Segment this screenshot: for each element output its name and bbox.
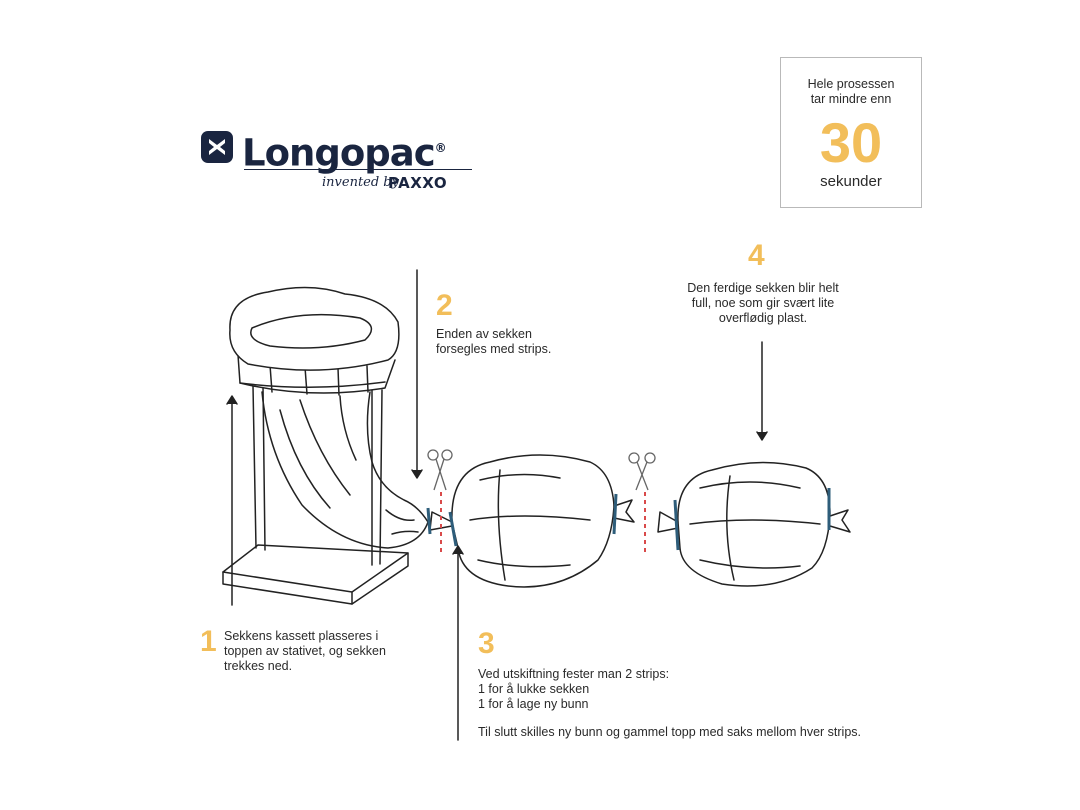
step-3-number: 3 <box>478 627 495 660</box>
bag-icon <box>657 461 851 587</box>
bag-icon <box>429 454 635 588</box>
step-1-line: trekkes ned. <box>224 659 293 673</box>
logo-tagline: invented by <box>322 175 399 190</box>
step-3-text: Ved utskiftning fester man 2 strips: 1 f… <box>478 667 669 712</box>
step-2-text: Enden av sekken forsegles med strips. <box>436 327 551 357</box>
time-box-unit: sekunder <box>820 173 882 190</box>
step-3-line: Ved utskiftning fester man 2 strips: <box>478 667 670 681</box>
step-1-line: toppen av stativet, og sekken <box>224 644 386 658</box>
scissors-icon <box>628 452 656 491</box>
cable-tie-icon <box>426 488 831 551</box>
time-box-line2: tar mindre enn <box>810 92 892 106</box>
step-2-line: Enden av sekken <box>436 327 532 341</box>
step-4-line: overflødig plast. <box>718 311 808 325</box>
step-3-line: 1 for å lukke sekken <box>478 682 590 696</box>
longopac-logo: Longopac® invented by PAXXO <box>198 124 488 199</box>
time-box-line1: Hele prosessen <box>807 77 895 91</box>
logo-divider <box>244 169 472 170</box>
scissors-icon <box>427 449 453 491</box>
time-box-number: 30 <box>819 111 883 174</box>
step-3-footer: Til slutt skilles ny bunn og gammel topp… <box>478 725 862 739</box>
stand-icon <box>222 286 429 605</box>
step-1-number: 1 <box>200 625 217 658</box>
step-4-line: Den ferdige sekken blir helt <box>687 281 839 295</box>
logo-brand: PAXXO <box>388 174 448 192</box>
step-2-line: forsegles med strips. <box>436 342 552 356</box>
step-4-number: 4 <box>748 239 765 272</box>
step-4-line: full, noe som gir svært lite <box>691 296 835 310</box>
step-2-number: 2 <box>436 289 453 322</box>
time-box: Hele prosessen tar mindre enn 30 sekunde… <box>780 57 922 208</box>
step-4-text: Den ferdige sekken blir helt full, noe s… <box>680 281 846 326</box>
step-1-text: Sekkens kassett plasseres i toppen av st… <box>224 629 386 674</box>
logo-wordmark: Longopac® <box>242 131 447 175</box>
step-1-line: Sekkens kassett plasseres i <box>224 629 379 643</box>
logo-mark-icon <box>201 131 233 163</box>
step-3-line: 1 for å lage ny bunn <box>478 697 589 711</box>
arrow-icon <box>226 269 768 741</box>
